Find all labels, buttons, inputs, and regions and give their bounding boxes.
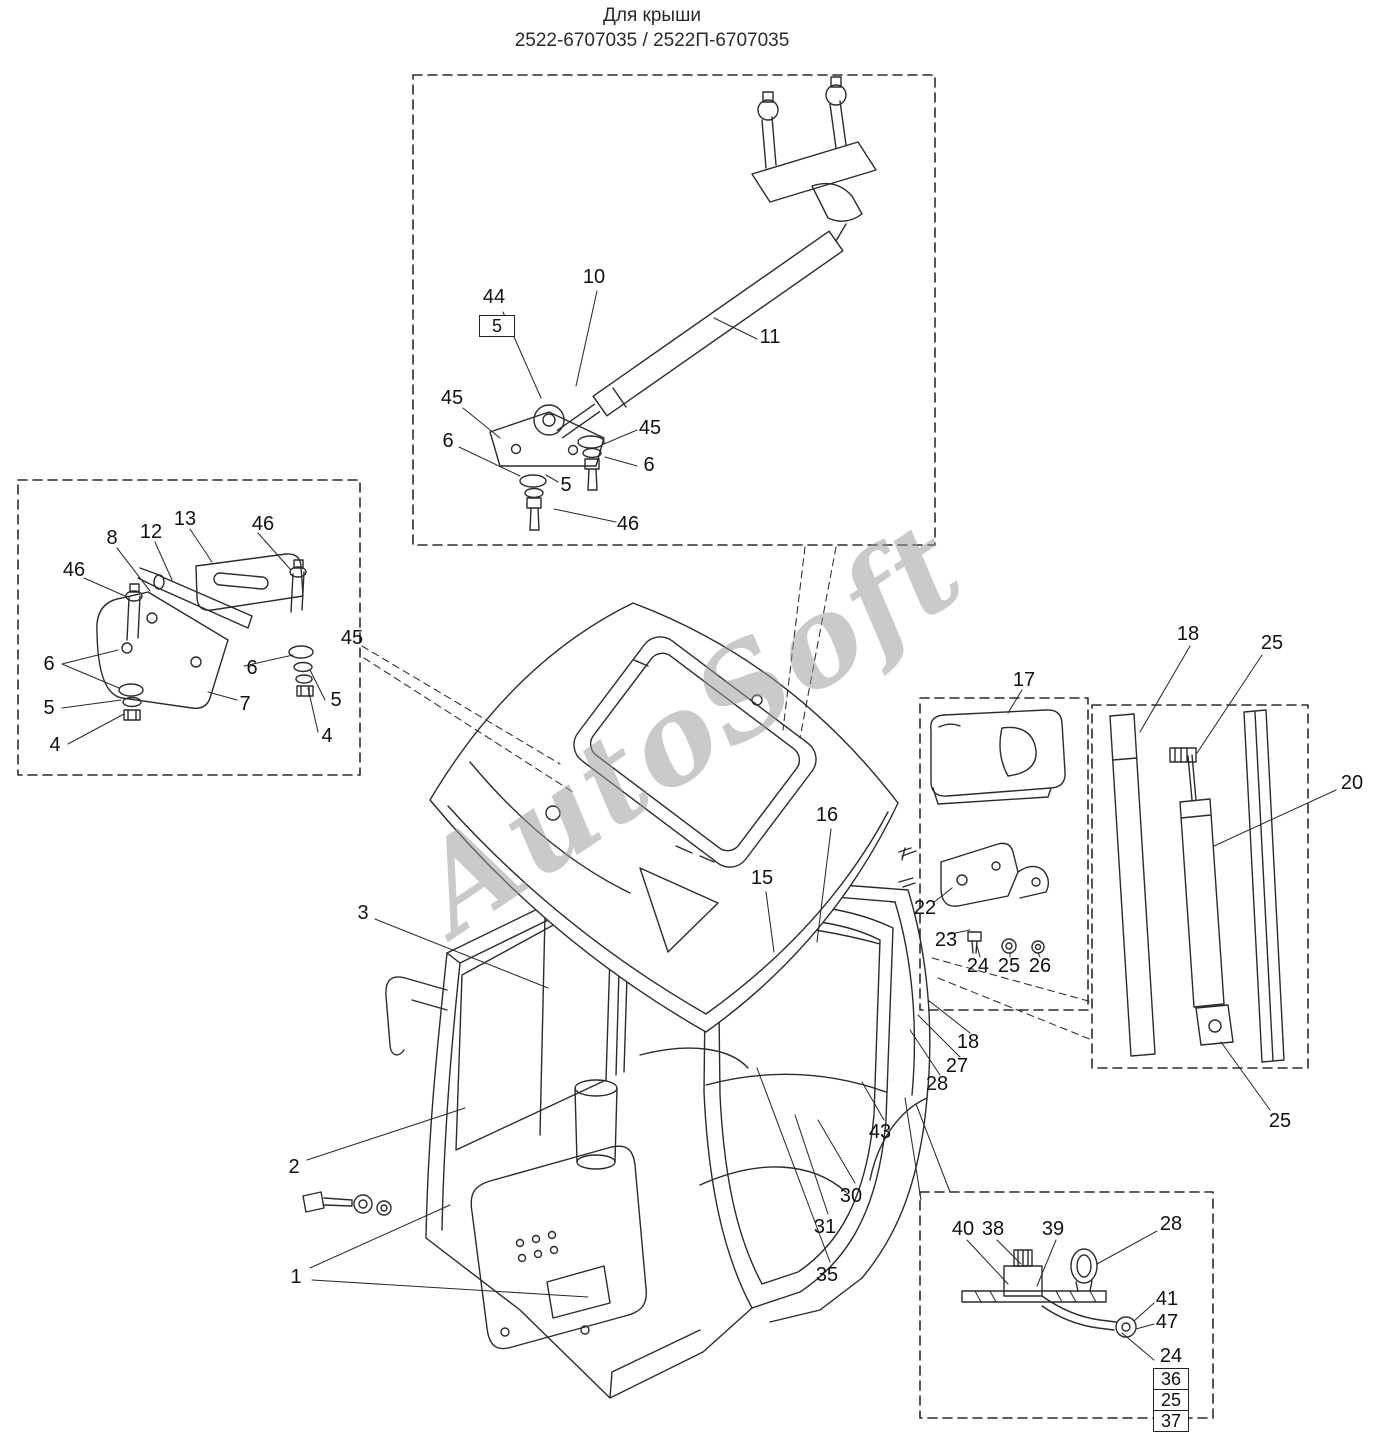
part-label-25: 25: [1268, 1110, 1292, 1132]
part-label-28: 28: [925, 1073, 949, 1095]
part-label-45: 45: [440, 387, 464, 409]
part-label-25: 25: [1153, 1389, 1189, 1411]
part-label-23: 23: [934, 929, 958, 951]
part-label-27: 27: [945, 1055, 969, 1077]
hinge-assembly: [96, 553, 314, 721]
part-label-16: 16: [815, 804, 839, 826]
latch-cover-assembly: [898, 709, 1066, 954]
part-label-5: 5: [330, 689, 342, 711]
part-label-46: 46: [62, 559, 86, 581]
part-label-44: 44: [482, 286, 506, 308]
part-label-45: 45: [638, 417, 662, 439]
part-label-4: 4: [321, 725, 333, 747]
part-label-3: 3: [357, 902, 369, 924]
part-label-5: 5: [560, 474, 572, 496]
diagram-title-part-numbers: 2522-6707035 / 2522П-6707035: [514, 30, 790, 51]
inset-box-roof-strut: [412, 74, 936, 546]
cab-frame: [385, 867, 931, 1399]
part-label-25: 25: [1260, 632, 1284, 654]
part-label-45: 45: [340, 627, 364, 649]
part-label-22: 22: [913, 897, 937, 919]
part-label-5: 5: [43, 697, 55, 719]
part-label-4: 4: [49, 734, 61, 756]
roof-hatch-inner: [589, 652, 801, 852]
part-label-30: 30: [839, 1185, 863, 1207]
mount-bolt-washers: [302, 1191, 392, 1216]
part-label-46: 46: [616, 513, 640, 535]
inset-box-latch-cover: [919, 697, 1089, 1011]
part-label-11: 11: [759, 326, 781, 348]
part-label-6: 6: [442, 430, 454, 452]
part-label-7: 7: [239, 693, 251, 715]
inset-box-hinge: [17, 479, 361, 776]
part-label-35: 35: [815, 1264, 839, 1286]
part-label-6: 6: [643, 454, 655, 476]
part-label-6: 6: [43, 653, 55, 675]
roof-strut-assembly: [489, 76, 877, 531]
part-label-25: 25: [997, 955, 1021, 977]
part-label-36: 36: [1153, 1368, 1189, 1390]
part-label-39: 39: [1041, 1218, 1065, 1240]
part-label-41: 41: [1155, 1288, 1179, 1310]
inset-box-handle: [919, 1191, 1214, 1419]
part-label-10: 10: [582, 266, 606, 288]
part-label-46: 46: [251, 513, 275, 535]
roof-panel: [429, 602, 899, 1033]
part-label-38: 38: [981, 1218, 1005, 1240]
part-label-13: 13: [173, 508, 197, 530]
part-label-24: 24: [1159, 1345, 1183, 1367]
part-label-26: 26: [1028, 955, 1052, 977]
diagram-title-line1: Для крыши: [603, 5, 701, 26]
leader-lines: [61, 290, 1337, 1361]
part-label-5: 5: [479, 315, 515, 337]
part-label-15: 15: [750, 867, 774, 889]
part-label-17: 17: [1012, 669, 1036, 691]
roof-vent-triangle: [639, 867, 719, 953]
part-label-8: 8: [106, 527, 118, 549]
part-label-47: 47: [1155, 1311, 1179, 1333]
gas-strut-assembly: [1109, 709, 1285, 1063]
part-label-24: 24: [966, 955, 990, 977]
part-label-18: 18: [956, 1031, 980, 1053]
part-label-20: 20: [1340, 772, 1364, 794]
part-label-43: 43: [868, 1121, 892, 1143]
part-label-2: 2: [288, 1156, 300, 1178]
part-label-18: 18: [1176, 623, 1200, 645]
diagram-title: Для крыши 2522-6707035 / 2522П-6707035: [0, 4, 1304, 54]
part-label-31: 31: [813, 1216, 837, 1238]
part-label-6: 6: [246, 657, 258, 679]
part-label-12: 12: [139, 521, 163, 543]
part-label-28: 28: [1159, 1213, 1183, 1235]
part-label-1: 1: [290, 1266, 302, 1288]
roof-hatch-outer: [573, 636, 817, 868]
part-label-37: 37: [1153, 1410, 1189, 1432]
part-label-40: 40: [951, 1218, 975, 1240]
inset-box-gas-strut: [1091, 704, 1309, 1069]
